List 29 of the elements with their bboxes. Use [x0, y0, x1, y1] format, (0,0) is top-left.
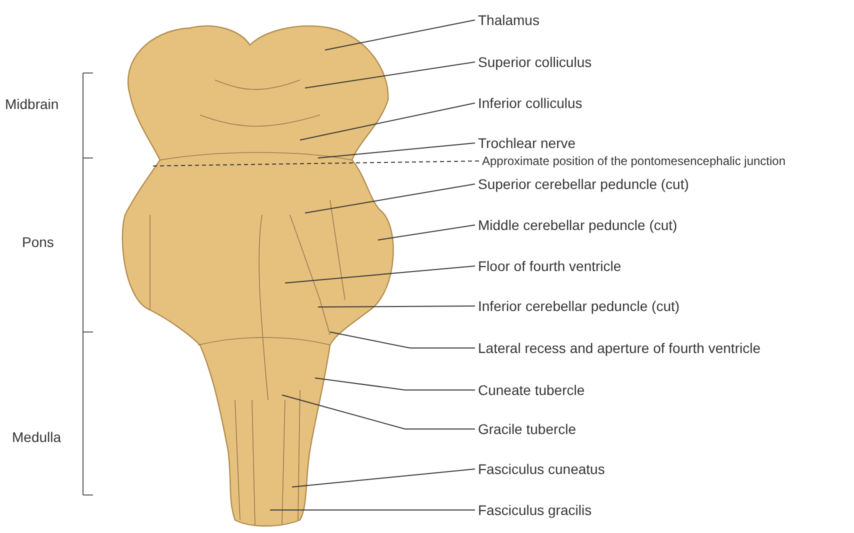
structure-label: Approximate position of the pontomesencephalic junction: [482, 153, 786, 169]
structure-label: Gracile tubercle: [478, 421, 576, 437]
structure-label: Inferior cerebellar peduncle (cut): [478, 298, 680, 314]
structure-label: Floor of fourth ventricle: [478, 258, 622, 274]
leader-line: [324, 20, 476, 50]
leader-line: [304, 62, 476, 88]
leader-line: [300, 102, 476, 140]
structure-label: Fasciculus cuneatus: [478, 461, 605, 477]
leader-line: [292, 468, 476, 488]
leader-line: [284, 266, 476, 284]
leader-line: [330, 332, 476, 348]
leader-line: [282, 394, 476, 430]
structure-label: Lateral recess and aperture of fourth ventricle: [478, 340, 760, 356]
region-label: Medulla: [12, 429, 62, 445]
structure-label: Fasciculus gracilis: [478, 502, 592, 518]
leader-line: [314, 378, 476, 390]
structure-label: Trochlear nerve: [478, 135, 576, 151]
region-label: Pons: [22, 234, 54, 250]
leader-line: [318, 142, 476, 158]
structure-label: Middle cerebellar peduncle (cut): [478, 217, 678, 233]
structure-label: Thalamus: [478, 12, 540, 28]
structure-label: Inferior colliculus: [478, 95, 582, 111]
structure-label: Cuneate tubercle: [478, 382, 585, 398]
structure-label: Superior cerebellar peduncle (cut): [478, 176, 689, 192]
leader-line: [304, 184, 476, 214]
leader-line: [318, 306, 476, 308]
structure-label: Superior colliculus: [478, 54, 592, 70]
leader-line: [378, 224, 476, 240]
region-label: Midbrain: [5, 96, 59, 112]
